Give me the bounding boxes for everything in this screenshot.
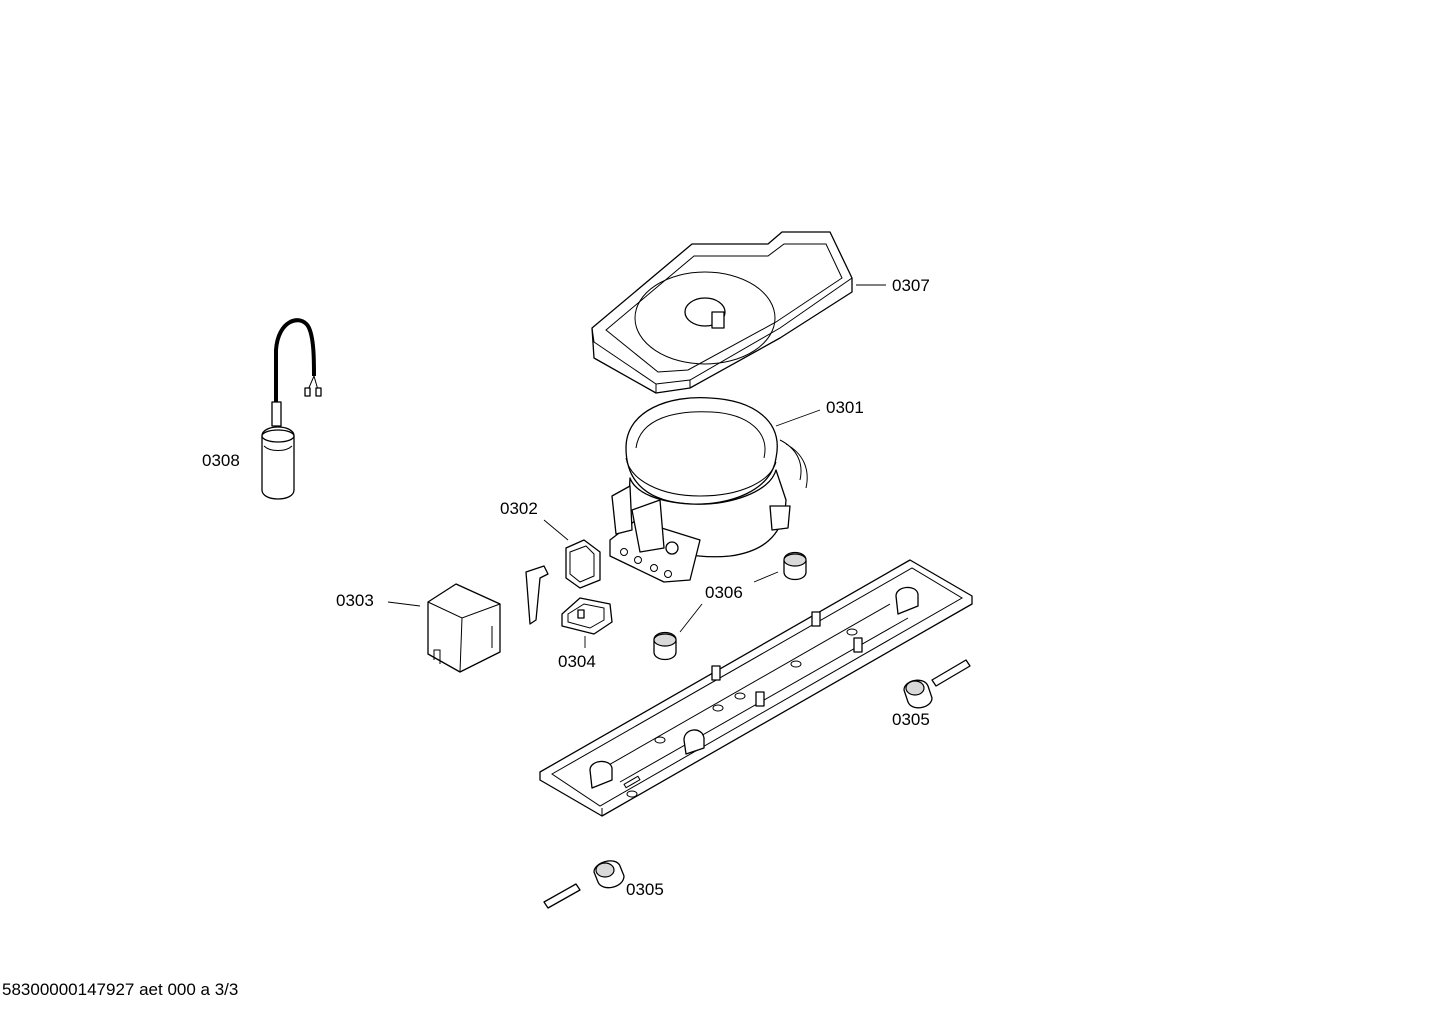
pin-bushing-bottom-part bbox=[543, 860, 625, 909]
drip-tray-part bbox=[591, 231, 853, 394]
label-0305-right: 0305 bbox=[892, 710, 930, 729]
terminal-cover-part bbox=[427, 583, 501, 673]
label-0306: 0306 bbox=[705, 583, 743, 602]
leader-0303 bbox=[387, 601, 421, 607]
label-0303: 0303 bbox=[336, 591, 374, 610]
label-0307: 0307 bbox=[892, 276, 930, 295]
compressor-part bbox=[609, 396, 808, 583]
label-0308: 0308 bbox=[202, 451, 240, 470]
leader-0306b bbox=[679, 603, 703, 633]
relay-part bbox=[525, 539, 601, 625]
leader-0306a bbox=[753, 571, 779, 583]
label-0304: 0304 bbox=[558, 652, 596, 671]
label-0305-bottom: 0305 bbox=[626, 880, 664, 899]
mounting-rail-part bbox=[539, 559, 973, 817]
leader-0301 bbox=[775, 409, 821, 427]
capacitor-part bbox=[261, 318, 322, 500]
pin-bushing-right-part bbox=[903, 659, 971, 709]
label-0301: 0301 bbox=[826, 398, 864, 417]
overload-protector-part bbox=[561, 597, 613, 635]
grommet-part bbox=[653, 551, 807, 661]
label-0302: 0302 bbox=[500, 499, 538, 518]
leader-0302 bbox=[543, 519, 569, 541]
document-footer-code: 58300000147927 aet 000 a 3/3 bbox=[2, 980, 239, 999]
